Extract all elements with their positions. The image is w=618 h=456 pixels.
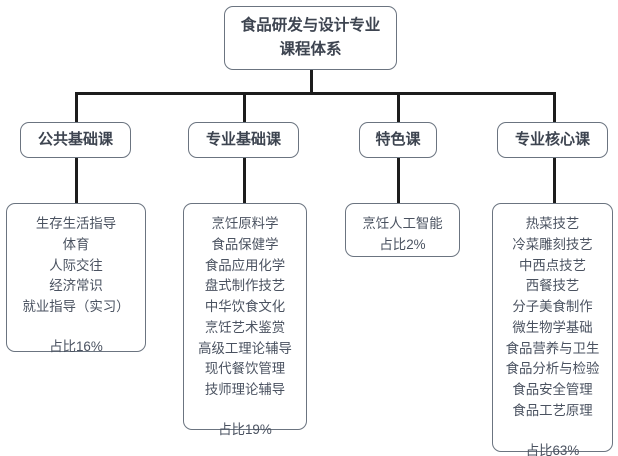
connector-special-to-list xyxy=(397,158,400,203)
course-item: 食品安全管理 xyxy=(512,382,593,398)
connector-root-down xyxy=(310,70,313,94)
connector-bus-to-special xyxy=(397,92,400,123)
course-item: 食品营养与卫生 xyxy=(505,340,600,356)
connector-core-to-list xyxy=(553,158,556,203)
share-label-public: 占比16% xyxy=(49,338,103,354)
course-item: 经济常识 xyxy=(49,278,103,294)
root-node-label: 食品研发与设计专业 课程体系 xyxy=(240,16,381,58)
course-item: 就业指导（实习） xyxy=(22,299,130,315)
course-item: 食品分析与检验 xyxy=(505,361,600,377)
course-item: 技师理论辅导 xyxy=(204,382,286,398)
course-item: 烹饪原料学 xyxy=(211,216,279,231)
course-list-core: 热菜技艺冷菜雕刻技艺中西点技艺西餐技艺分子美食制作微生物学基础食品营养与卫生食品… xyxy=(506,214,600,422)
connector-bus-to-core xyxy=(553,92,556,123)
course-item: 中华饮食文化 xyxy=(204,299,286,315)
share-label-special: 占比2% xyxy=(379,236,426,252)
category-label-special: 特色课 xyxy=(375,130,421,148)
course-item: 微生物学基础 xyxy=(512,319,593,335)
course-item: 西餐技艺 xyxy=(525,278,580,294)
course-item: 高级工理论辅导 xyxy=(198,340,292,356)
course-item: 食品工艺原理 xyxy=(512,402,593,418)
category-node-core[interactable]: 专业核心课 xyxy=(497,122,608,158)
connector-bus-to-public xyxy=(75,92,78,123)
course-item: 现代餐饮管理 xyxy=(204,361,286,377)
course-item: 中西点技艺 xyxy=(519,257,586,273)
category-node-public[interactable]: 公共基础课 xyxy=(20,122,131,158)
course-box-core[interactable]: 热菜技艺冷菜雕刻技艺中西点技艺西餐技艺分子美食制作微生物学基础食品营养与卫生食品… xyxy=(492,203,613,456)
connector-bus-to-basic xyxy=(243,92,246,123)
root-node[interactable]: 食品研发与设计专业 课程体系 xyxy=(224,6,397,70)
course-box-basic[interactable]: 烹饪原料学食品保健学食品应用化学盘式制作技艺中华饮食文化烹饪艺术鉴赏高级工理论辅… xyxy=(183,203,307,437)
course-list-basic: 烹饪原料学食品保健学食品应用化学盘式制作技艺中华饮食文化烹饪艺术鉴赏高级工理论辅… xyxy=(198,214,292,401)
course-item: 盘式制作技艺 xyxy=(204,278,286,294)
category-node-basic[interactable]: 专业基础课 xyxy=(188,122,299,158)
course-item: 食品应用化学 xyxy=(204,257,286,273)
course-item: 烹饪艺术鉴赏 xyxy=(204,319,286,335)
course-item: 生存生活指导 xyxy=(35,216,117,231)
course-box-public[interactable]: 生存生活指导体育人际交往经济常识就业指导（实习） 占比16% xyxy=(6,203,146,354)
category-label-basic: 专业基础课 xyxy=(205,130,281,148)
share-label-core: 占比63% xyxy=(525,442,580,456)
category-label-public: 公共基础课 xyxy=(37,130,113,148)
category-label-core: 专业核心课 xyxy=(514,130,590,148)
course-item: 热菜技艺 xyxy=(525,216,580,231)
course-box-special[interactable]: 烹饪人工智能 占比2% xyxy=(345,203,460,257)
course-item: 烹饪人工智能 xyxy=(362,216,443,231)
connector-public-to-list xyxy=(75,158,78,203)
course-list-special: 烹饪人工智能 xyxy=(362,214,442,235)
course-list-public: 生存生活指导体育人际交往经济常识就业指导（实习） xyxy=(22,214,129,318)
course-item: 食品保健学 xyxy=(211,236,279,252)
connector-horizontal-bus xyxy=(75,92,555,95)
category-node-special[interactable]: 特色课 xyxy=(359,122,437,158)
connector-basic-to-list xyxy=(243,158,246,203)
course-item: 冷菜雕刻技艺 xyxy=(512,236,593,252)
course-item: 体育 xyxy=(62,236,90,252)
share-label-basic: 占比19% xyxy=(218,421,272,437)
course-item: 分子美食制作 xyxy=(512,299,593,315)
course-item: 人际交往 xyxy=(49,257,103,273)
